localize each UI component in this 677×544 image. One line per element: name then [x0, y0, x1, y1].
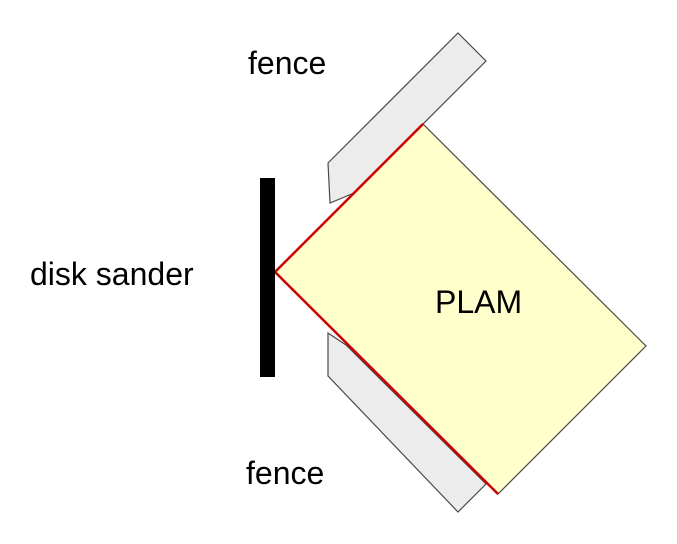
lower-contact-edge — [274, 271, 499, 495]
lower-fence — [327, 331, 487, 513]
fence-top-label: fence — [248, 45, 327, 81]
fence-bottom-label: fence — [246, 455, 325, 491]
upper-contact-edge — [274, 123, 424, 273]
disk-sander-label: disk sander — [30, 256, 194, 292]
plam-label: PLAM — [435, 284, 523, 320]
disk-sander-disc — [260, 178, 275, 377]
